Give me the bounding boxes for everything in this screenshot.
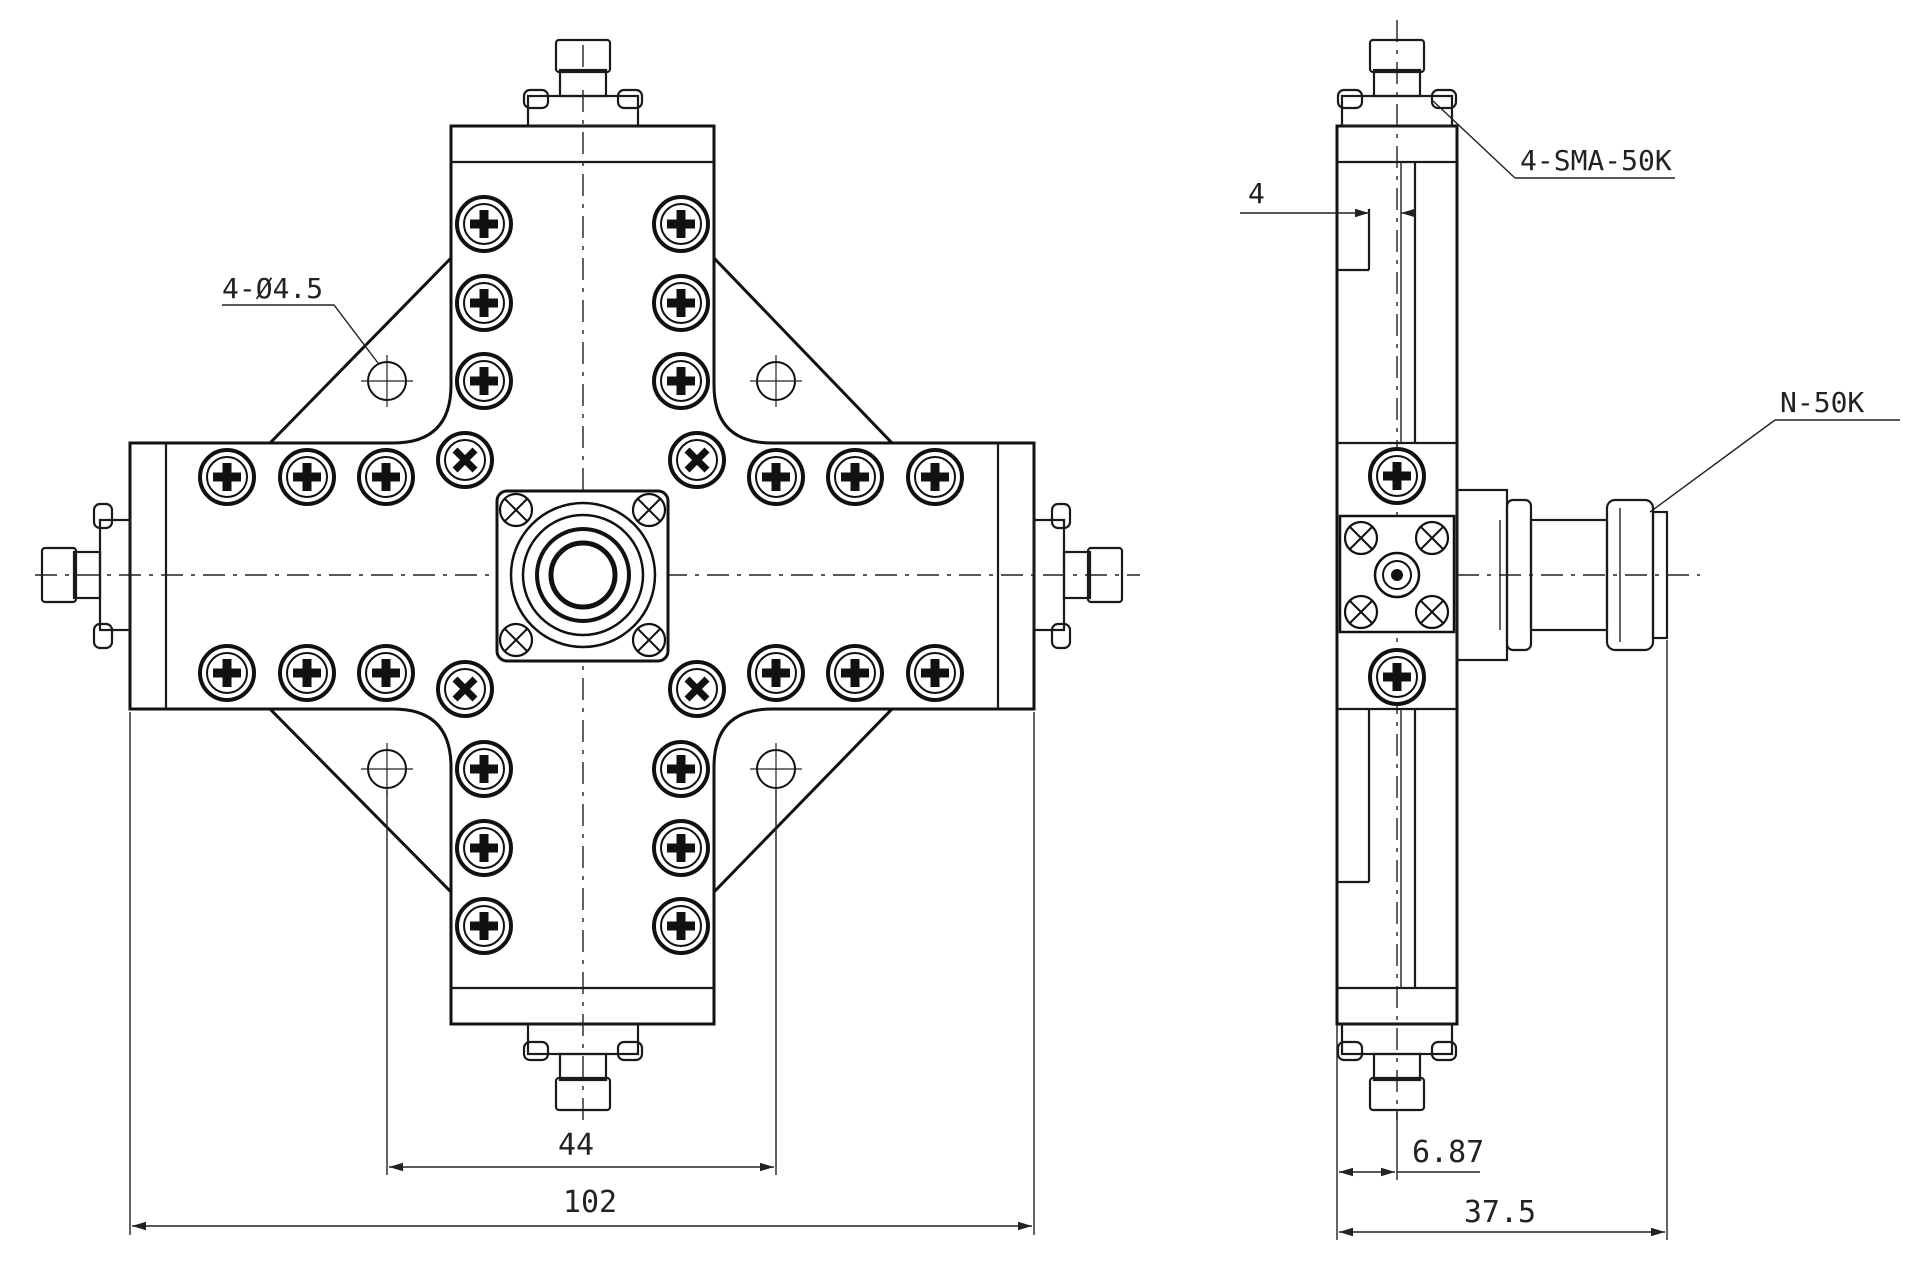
phillips-screw-icon bbox=[357, 644, 415, 702]
x-screw-icon bbox=[1343, 594, 1379, 630]
x-screw-icon bbox=[438, 662, 492, 716]
phillips-screw-icon bbox=[198, 644, 256, 702]
sma-callout: 4-SMA-50K bbox=[1431, 99, 1675, 179]
phillips-screw-icon bbox=[455, 274, 513, 332]
x-screw-icon bbox=[498, 492, 534, 528]
sma-connector-left bbox=[40, 502, 132, 650]
x-screw-icon bbox=[670, 433, 724, 487]
phillips-screw-icon bbox=[1368, 447, 1426, 505]
phillips-screw-icon bbox=[455, 352, 513, 410]
cross-inner-outline bbox=[130, 258, 1034, 892]
side-sma-connector-top bbox=[1336, 38, 1458, 128]
phillips-screw-icon bbox=[652, 352, 710, 410]
dim-plate-thickness: 4 bbox=[1240, 177, 1415, 218]
sma-callout-label: 4-SMA-50K bbox=[1520, 144, 1672, 177]
dim-hole-spacing-label: 44 bbox=[558, 1128, 594, 1163]
sma-connector-top bbox=[522, 38, 644, 128]
hole-callout: 4-Ø4.5 bbox=[222, 272, 379, 364]
sma-connector-right bbox=[1032, 502, 1124, 650]
phillips-screw-icon bbox=[455, 740, 513, 798]
phillips-screw-icon bbox=[747, 448, 805, 506]
phillips-screw-icon bbox=[826, 448, 884, 506]
phillips-screw-icon bbox=[652, 195, 710, 253]
x-screw-icon bbox=[1414, 520, 1450, 556]
phillips-screw-icon bbox=[455, 819, 513, 877]
phillips-screw-icon bbox=[826, 644, 884, 702]
phillips-screw-icon bbox=[198, 448, 256, 506]
phillips-screw-icon bbox=[357, 448, 415, 506]
n-connector-flange-front bbox=[495, 489, 670, 663]
phillips-screw-icon bbox=[278, 448, 336, 506]
dim-hole-spacing: 44 bbox=[386, 790, 777, 1175]
x-screw-icon bbox=[631, 492, 667, 528]
dim-overall-depth: 37.5 bbox=[1339, 640, 1668, 1240]
phillips-screw-icon bbox=[652, 819, 710, 877]
front-view: 4-Ø4.5 44 102 bbox=[35, 38, 1140, 1235]
phillips-screw-icon bbox=[278, 644, 336, 702]
phillips-screw-icon bbox=[455, 897, 513, 955]
dim-overall-width: 102 bbox=[129, 712, 1035, 1235]
phillips-screw-icon bbox=[652, 897, 710, 955]
x-screw-icon bbox=[631, 622, 667, 658]
phillips-screw-icon bbox=[652, 740, 710, 798]
n-callout-label: N-50K bbox=[1780, 386, 1864, 419]
side-flange bbox=[1338, 447, 1456, 706]
hole-callout-label: 4-Ø4.5 bbox=[222, 272, 323, 305]
x-screw-icon bbox=[438, 433, 492, 487]
dim-offset: 6.87 bbox=[1336, 1024, 1484, 1240]
x-screw-icon bbox=[1414, 594, 1450, 630]
dim-overall-width-label: 102 bbox=[563, 1185, 617, 1220]
dim-overall-depth-label: 37.5 bbox=[1464, 1195, 1536, 1230]
phillips-screw-icon bbox=[747, 644, 805, 702]
phillips-screw-icon bbox=[1368, 648, 1426, 706]
phillips-screw-icon bbox=[906, 448, 964, 506]
side-view: 4-SMA-50K N-50K 4 6.87 37.5 bbox=[1240, 20, 1900, 1240]
x-screw-icon bbox=[1343, 520, 1379, 556]
x-screw-icon bbox=[670, 662, 724, 716]
phillips-screw-icon bbox=[652, 274, 710, 332]
phillips-screw-icon bbox=[455, 195, 513, 253]
n-connector-side bbox=[1455, 488, 1700, 662]
phillips-screw-icon bbox=[906, 644, 964, 702]
x-screw-icon bbox=[498, 622, 534, 658]
dim-plate-thickness-label: 4 bbox=[1248, 177, 1265, 210]
n-callout: N-50K bbox=[1649, 386, 1900, 513]
dim-offset-label: 6.87 bbox=[1412, 1135, 1484, 1170]
sma-connector-bottom bbox=[522, 1022, 644, 1112]
